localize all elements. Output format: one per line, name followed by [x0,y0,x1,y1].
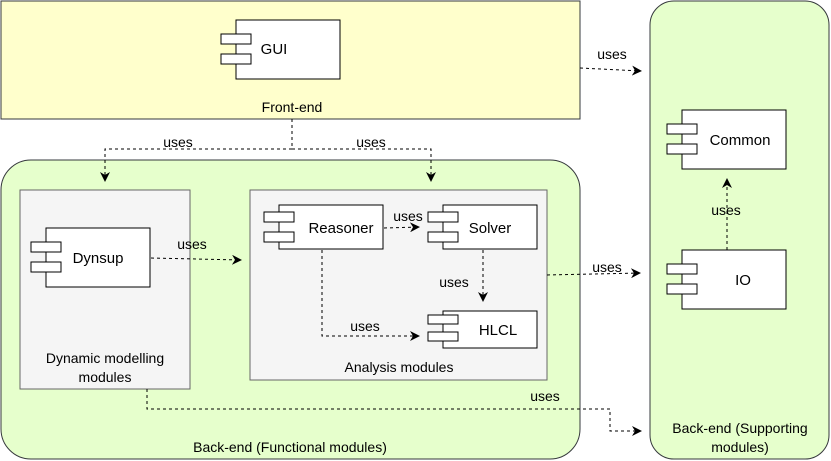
edge-label-solver-hlcl: uses [439,274,469,290]
component-common: Common [666,109,787,170]
supporting-backend-label-line2: modules) [711,439,769,455]
edge-label-reasoner-hlcl: uses [350,318,380,334]
component-reasoner-label: Reasoner [308,220,373,237]
functional-backend-label: Back-end (Functional modules) [193,439,387,455]
edge-label-frontend-dynamic: uses [163,134,193,150]
component-common-label: Common [710,132,771,149]
edge-gui-to-supporting [579,65,642,76]
component-dynsup: Dynsup [30,227,151,288]
edge-label-reasoner-solver: uses [393,208,423,224]
edge-label-frontend-analysis: uses [356,134,386,150]
component-solver: Solver [427,204,538,250]
component-io: IO [666,249,787,310]
supporting-backend-container [649,0,830,460]
component-solver-label: Solver [469,220,512,237]
edge-dynamic-to-supporting [146,389,642,436]
dynamic-modelling-label-line2: modules [79,369,132,385]
component-hlcl-label: HLCL [479,322,517,339]
edge-reasoner-to-hlcl [321,250,420,341]
edge-label-gui-supporting: uses [597,46,627,62]
edge-label-dynsup-analysis: uses [177,236,207,252]
edge-frontend-to-analysis [292,148,436,182]
dynamic-modelling-container [19,189,191,390]
supporting-backend-label-line1: Back-end (Supporting [672,420,807,436]
component-io-label: IO [735,272,751,289]
analysis-modules-label: Analysis modules [345,359,454,375]
edge-frontend-to-dynamic [100,148,292,182]
component-icon [427,314,459,342]
component-reasoner: Reasoner [263,204,384,250]
component-hlcl: HLCL [427,310,538,349]
dynamic-modelling-label-line1: Dynamic modelling [46,350,164,366]
component-gui-label: GUI [261,41,288,58]
component-dynsup-label: Dynsup [73,250,124,267]
frontend-label: Front-end [262,99,323,115]
edge-label-io-common: uses [711,202,741,218]
component-gui: GUI [220,19,341,80]
edge-label-dynamic-supporting: uses [530,388,560,404]
edge-label-analysis-supporting: uses [592,259,622,275]
